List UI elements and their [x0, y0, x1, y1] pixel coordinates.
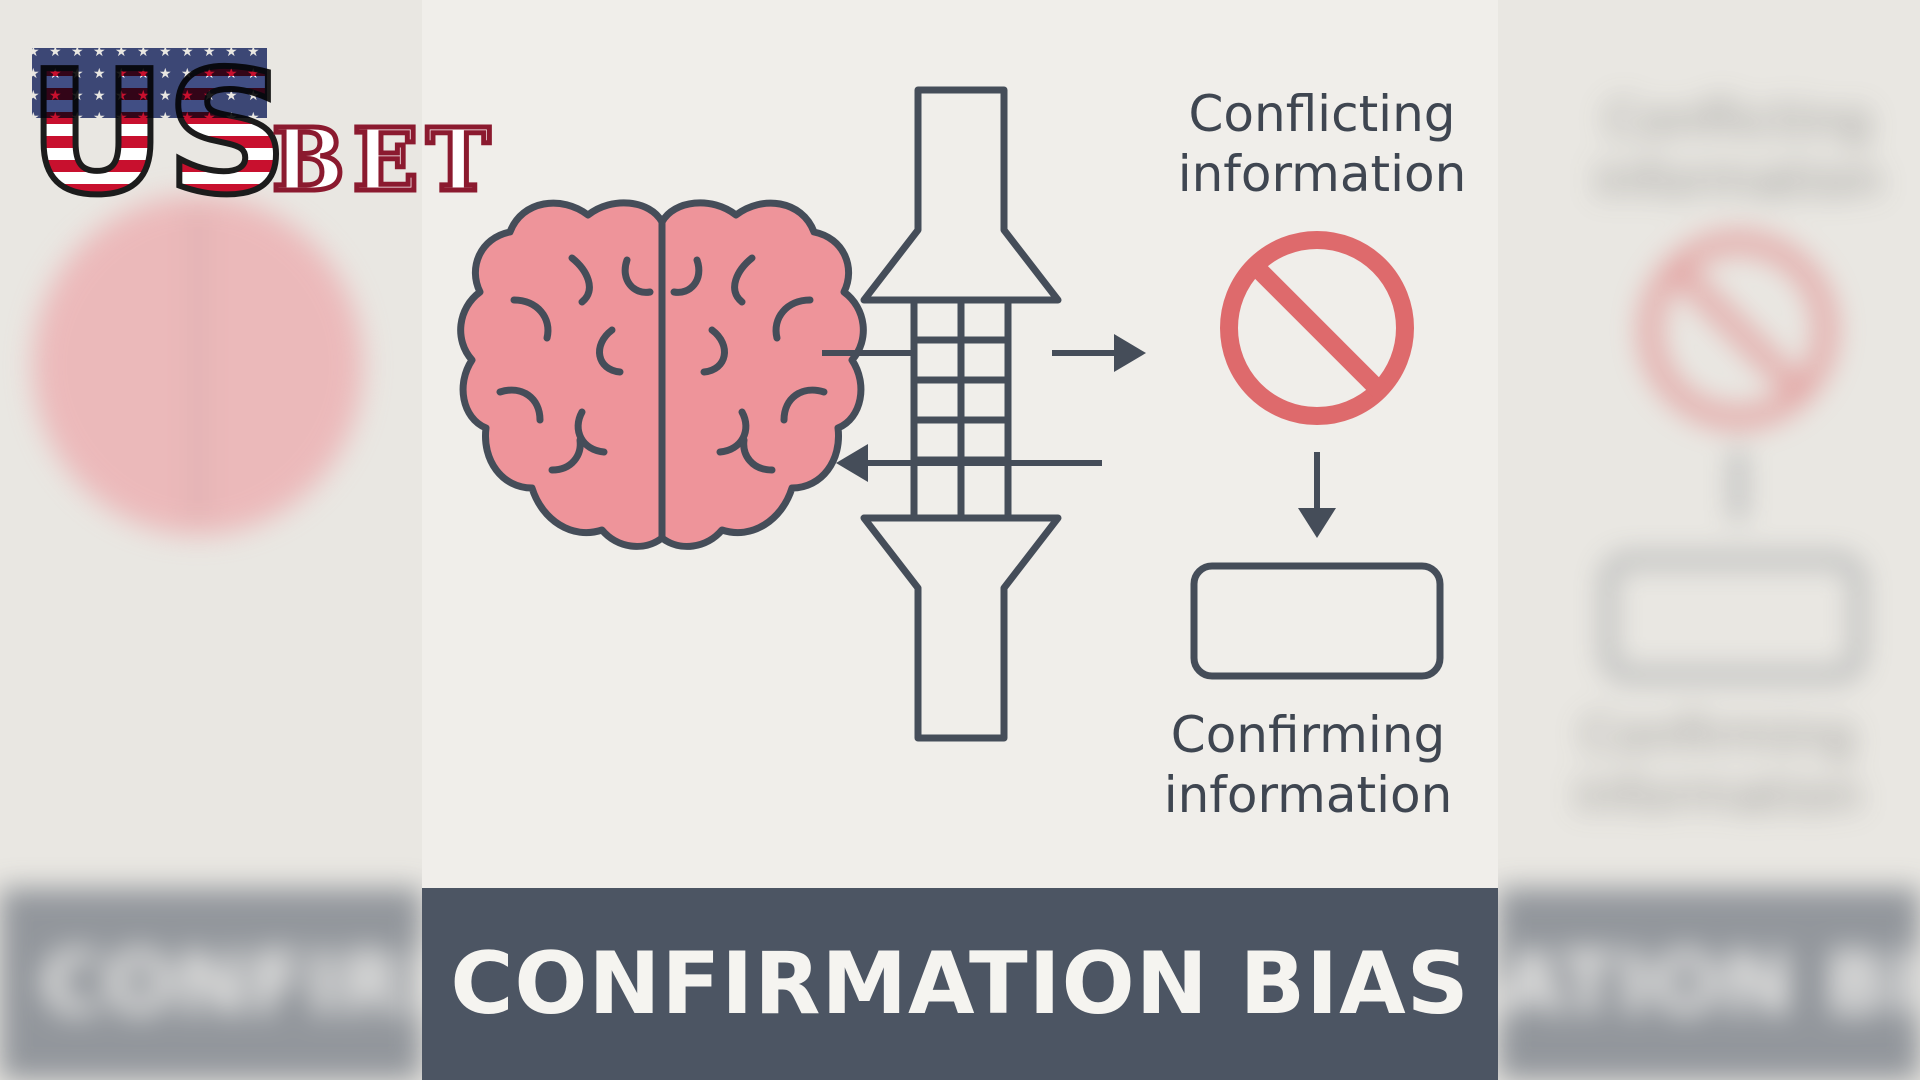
diagram-panel: Conflicting information Confirming infor…	[422, 0, 1498, 1080]
usbet-logo: ★ US BET	[25, 40, 498, 210]
arrow-down	[1298, 452, 1336, 538]
blurred-conflicting-label: Conflicting information	[1593, 91, 1883, 209]
background-blur-left: CONFIRMATION BIAS	[0, 0, 422, 1080]
blurred-confirming-label: Confirming information	[1573, 706, 1863, 824]
prohibited-icon	[1220, 231, 1414, 425]
blurred-banner-text-right: CONFIRMATION BIAS	[1498, 934, 1920, 1034]
background-blur-right: Conflicting information Confirming infor…	[1498, 0, 1920, 1080]
logo-bet: BET	[272, 110, 498, 210]
arrow-to-brain	[836, 444, 1102, 482]
logo-us: US	[25, 40, 291, 210]
blurred-brain-icon	[33, 195, 363, 535]
conflicting-line-1: Conflicting	[1188, 85, 1456, 143]
banner-title: CONFIRMATION BIAS	[450, 934, 1470, 1034]
arrow-to-conflicting	[822, 334, 1146, 372]
blurred-banner-text-left: CONFIRMATION BIAS	[40, 934, 422, 1034]
blurred-banner-left: CONFIRMATION BIAS	[0, 888, 422, 1080]
brain-icon	[457, 199, 867, 550]
blurred-prohibited-icon	[1604, 232, 1862, 679]
filter-funnel-icon	[860, 86, 1062, 742]
blurred-banner-right: CONFIRMATION BIAS	[1498, 888, 1920, 1080]
conflicting-info-label: Conflicting information	[1142, 84, 1502, 204]
confirming-line-1: Confirming	[1170, 706, 1446, 764]
confirming-line-2: information	[1163, 766, 1453, 824]
confirmation-bias-diagram	[457, 86, 1444, 742]
title-banner: CONFIRMATION BIAS	[422, 888, 1498, 1080]
confirming-info-label: Confirming information	[1128, 705, 1488, 825]
confirming-info-box	[1190, 562, 1444, 680]
conflicting-line-2: information	[1177, 145, 1467, 203]
